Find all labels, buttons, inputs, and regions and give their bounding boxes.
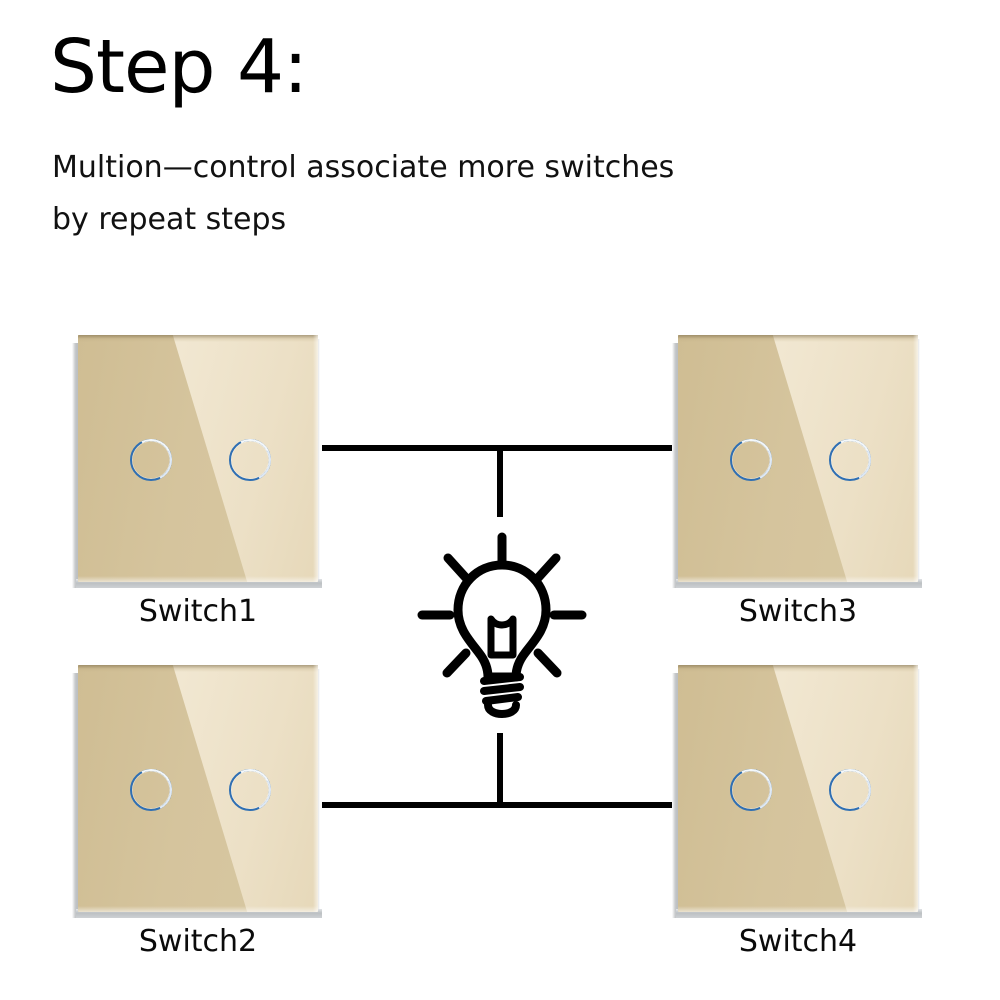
panel-frame-bottom xyxy=(76,579,322,588)
page-subtitle: Multion—control associate more switches … xyxy=(52,142,772,246)
panel-frame-bottom xyxy=(676,909,922,918)
subtitle-line-2: by repeat steps xyxy=(52,202,287,237)
touch-button-2[interactable] xyxy=(829,439,871,481)
touch-button-1[interactable] xyxy=(130,769,172,811)
touch-button-2[interactable] xyxy=(229,769,271,811)
light-bulb-icon xyxy=(414,525,590,721)
touch-button-1[interactable] xyxy=(730,769,772,811)
switch-unit-switch1[interactable]: Switch1 xyxy=(72,333,324,629)
glass-top-edge xyxy=(678,665,918,672)
glass-bottom-edge xyxy=(78,906,318,912)
glass-right-edge xyxy=(313,335,318,582)
panel-frame-bottom xyxy=(76,909,322,918)
wire-top-bus-to-bulb xyxy=(497,445,503,517)
touch-button-2[interactable] xyxy=(229,439,271,481)
switch-panel-switch2[interactable] xyxy=(72,663,324,918)
wire-bulb-to-bottom-bus xyxy=(497,733,503,805)
touch-button-1[interactable] xyxy=(730,439,772,481)
touch-button-1[interactable] xyxy=(130,439,172,481)
glass-top-edge xyxy=(78,665,318,672)
page-title: Step 4: xyxy=(50,24,308,110)
glass-right-edge xyxy=(913,665,918,912)
glass-bottom-edge xyxy=(678,576,918,582)
glass-bottom-edge xyxy=(78,576,318,582)
switch-panel-switch4[interactable] xyxy=(672,663,924,918)
panel-glass xyxy=(78,665,318,912)
switch-label-switch3: Switch3 xyxy=(738,594,858,629)
switch-label-switch1: Switch1 xyxy=(138,594,258,629)
switch-panel-switch1[interactable] xyxy=(72,333,324,588)
glass-right-edge xyxy=(313,665,318,912)
switch-panel-switch3[interactable] xyxy=(672,333,924,588)
glass-top-edge xyxy=(78,335,318,342)
panel-frame-left xyxy=(672,673,681,918)
panel-frame-bottom xyxy=(676,579,922,588)
panel-glass xyxy=(78,335,318,582)
subtitle-line-1: Multion—control associate more switches xyxy=(52,150,675,185)
glass-top-edge xyxy=(678,335,918,342)
switch-unit-switch3[interactable]: Switch3 xyxy=(672,333,924,629)
wire-switch2-to-switch4 xyxy=(322,802,675,808)
panel-frame-left xyxy=(72,673,81,918)
glass-right-edge xyxy=(913,335,918,582)
panel-frame-left xyxy=(672,343,681,588)
switch-unit-switch4[interactable]: Switch4 xyxy=(672,663,924,959)
switch-label-switch2: Switch2 xyxy=(138,924,258,959)
touch-button-2[interactable] xyxy=(829,769,871,811)
panel-glass xyxy=(678,665,918,912)
switch-unit-switch2[interactable]: Switch2 xyxy=(72,663,324,959)
panel-frame-left xyxy=(72,343,81,588)
glass-bottom-edge xyxy=(678,906,918,912)
switch-label-switch4: Switch4 xyxy=(738,924,858,959)
panel-glass xyxy=(678,335,918,582)
